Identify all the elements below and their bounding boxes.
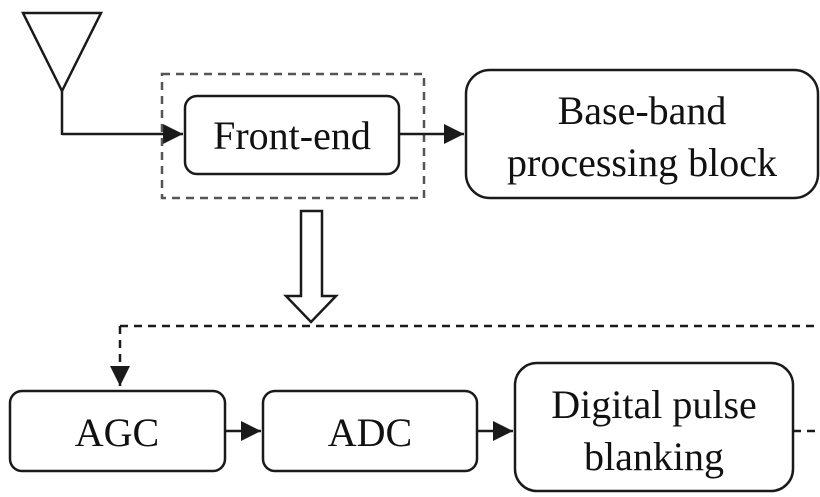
baseband-label-line1: Base-band <box>558 88 727 133</box>
frontend-highlight-box <box>160 72 426 200</box>
baseband-processing-block: Base-band processing block <box>464 68 820 200</box>
dpb-label-line2: blanking <box>584 434 724 479</box>
dpb-label-line1: Digital pulse <box>551 382 757 427</box>
adc-label: ADC <box>328 410 412 455</box>
front-end-block: Front-end <box>183 94 401 176</box>
expansion-dashed-line <box>110 324 820 386</box>
digital-pulse-blanking-block: Digital pulse blanking <box>513 361 795 493</box>
front-end-label: Front-end <box>213 113 371 158</box>
hollow-down-arrow-icon <box>283 209 339 324</box>
antenna-icon <box>20 11 104 135</box>
agc-block: AGC <box>8 389 227 473</box>
agc-label: AGC <box>75 410 159 455</box>
baseband-label-line2: processing block <box>507 140 777 185</box>
adc-block: ADC <box>261 389 479 473</box>
